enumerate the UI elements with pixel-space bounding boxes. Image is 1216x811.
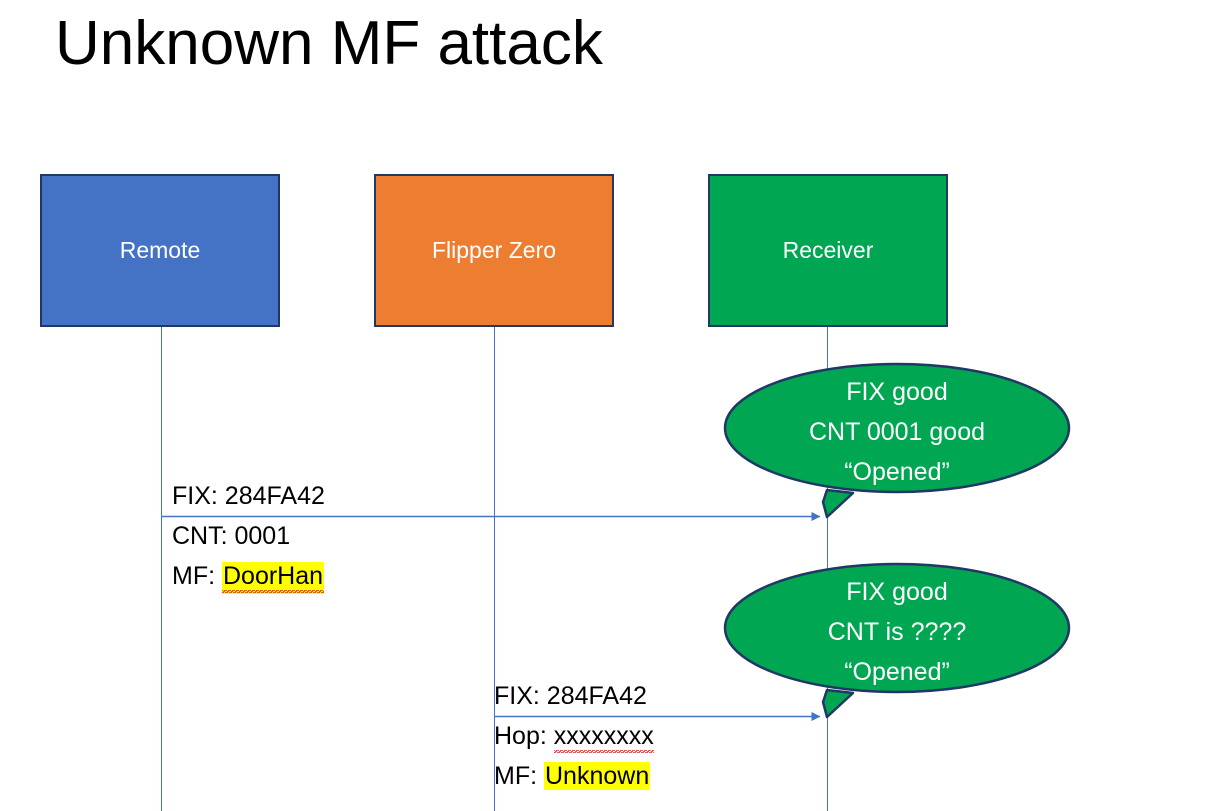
message-line: FIX: 284FA42: [494, 676, 654, 716]
callout-ellipse: [723, 362, 1071, 494]
message-label-remote-to-receiver: FIX: 284FA42 CNT: 0001 MF: DoorHan: [172, 476, 325, 596]
lifeline-flipper: [494, 327, 495, 811]
message-line-value: 284FA42: [224, 482, 325, 510]
actor-box-remote[interactable]: Remote: [40, 174, 280, 327]
message-line: MF: Unknown: [494, 756, 654, 796]
message-line-label: FIX:: [494, 682, 547, 710]
callout-tail: [821, 488, 855, 519]
callout-shape: [723, 562, 1071, 719]
message-line: CNT: 0001: [172, 516, 325, 556]
callout-tail: [821, 688, 855, 719]
callout-bubble-receiver-2[interactable]: FIX good CNT is ???? “Opened”: [723, 562, 1071, 719]
page-title: Unknown MF attack: [55, 9, 603, 78]
message-line: MF: DoorHan: [172, 556, 325, 596]
message-line-label: MF:: [172, 562, 222, 590]
message-line-label: CNT:: [172, 522, 235, 550]
message-line: FIX: 284FA42: [172, 476, 325, 516]
actor-label-flipper: Flipper Zero: [432, 236, 556, 263]
callout-ellipse: [723, 562, 1071, 694]
actor-label-receiver: Receiver: [782, 236, 874, 263]
message-line: Hop: xxxxxxxx: [494, 716, 654, 756]
actor-label-remote: Remote: [119, 236, 201, 263]
actor-box-receiver[interactable]: Receiver: [708, 174, 948, 327]
message-label-flipper-to-receiver: FIX: 284FA42 Hop: xxxxxxxx MF: Unknown: [494, 676, 654, 796]
message-line-label: Hop:: [494, 722, 554, 750]
message-line-value-spellchecked: xxxxxxxx: [553, 722, 654, 754]
message-line-label: FIX:: [172, 482, 225, 510]
message-line-value-highlighted: Unknown: [544, 762, 651, 790]
message-line-value: 284FA42: [546, 682, 647, 710]
message-line-value-highlighted: DoorHan: [222, 562, 325, 594]
message-line-value: 0001: [234, 522, 291, 550]
callout-shape: [723, 362, 1071, 519]
lifeline-remote: [161, 327, 162, 811]
message-line-label: MF:: [494, 762, 544, 790]
actor-box-flipper[interactable]: Flipper Zero: [374, 174, 614, 327]
callout-bubble-receiver-1[interactable]: FIX good CNT 0001 good “Opened”: [723, 362, 1071, 519]
